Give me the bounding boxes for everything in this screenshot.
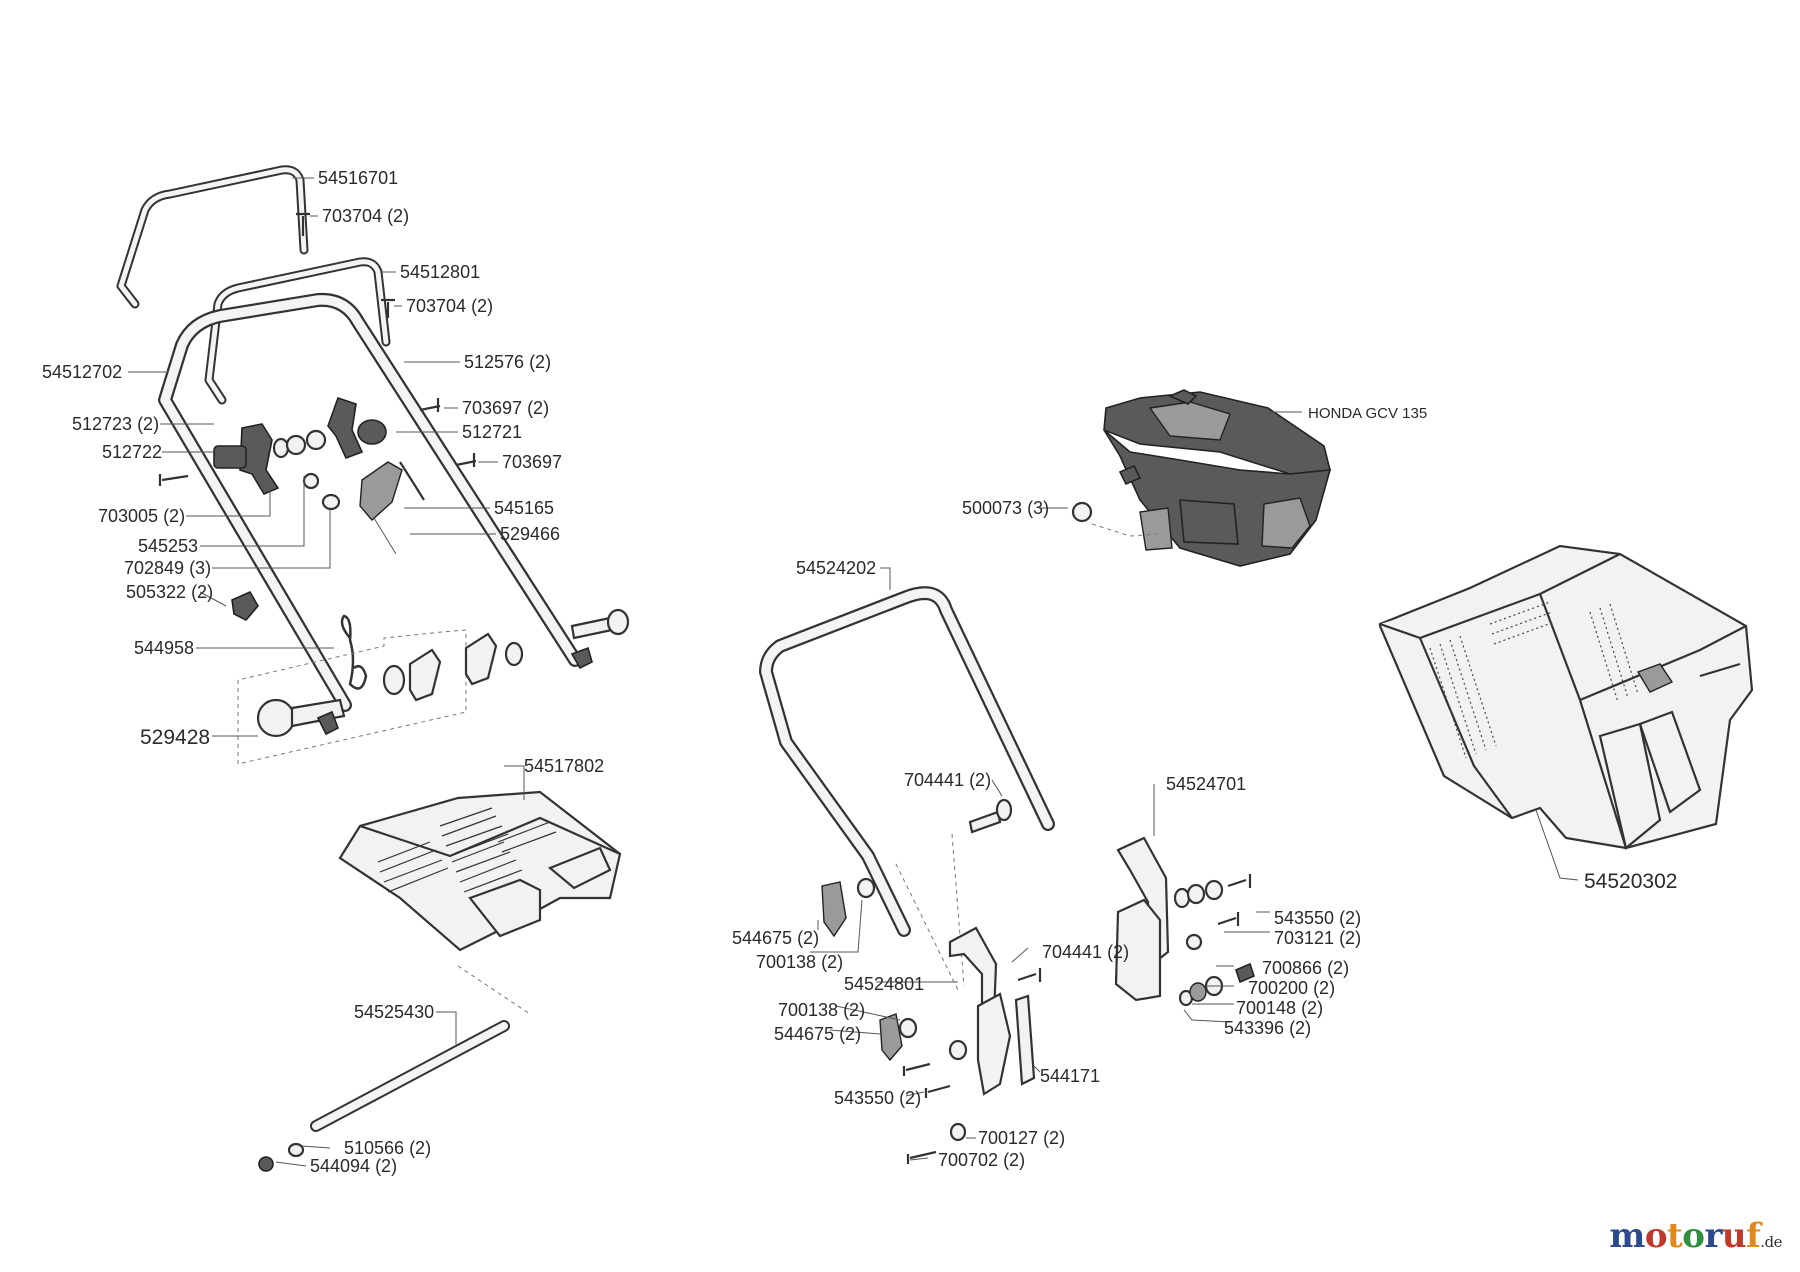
label-529428: 529428: [140, 726, 210, 749]
label-54524701: 54524701: [1166, 774, 1246, 794]
logo-letter: o: [1644, 1216, 1668, 1256]
leader-lines: [128, 177, 1579, 1167]
label-512722: 512722: [102, 442, 162, 462]
label-544675-a: 544675 (2): [732, 928, 819, 948]
logo-letter: r: [1704, 1216, 1722, 1256]
label-544958: 544958: [134, 638, 194, 658]
label-512576: 512576 (2): [464, 352, 551, 372]
label-704441-b: 704441 (2): [1042, 942, 1129, 962]
label-54517802: 54517802: [524, 756, 604, 776]
bolt-704441-a: [968, 798, 1013, 834]
hardware-right-center: [821, 877, 1042, 1164]
clamp-knob-512721: [327, 396, 387, 460]
logo-letter: f: [1746, 1216, 1761, 1256]
hardware-right-stack: [1173, 874, 1255, 1007]
label-703704-b: 703704 (2): [406, 296, 493, 316]
cable-lever-545165: [359, 461, 425, 555]
axle-rod-54525430: [258, 1020, 510, 1172]
label-544171: 544171: [1040, 1066, 1100, 1086]
main-handle-54512702: [158, 292, 582, 712]
clamp-knob-512722: [213, 423, 280, 496]
nut-500073: [1071, 501, 1093, 523]
label-54520302: 54520302: [1584, 870, 1677, 893]
hinge-bolt-group: [237, 629, 524, 765]
label-500073: 500073 (3): [962, 498, 1049, 518]
label-529466: 529466: [500, 524, 560, 544]
label-543396: 543396 (2): [1224, 1018, 1311, 1038]
label-54524801: 54524801: [844, 974, 924, 994]
bracket-544171: [1014, 994, 1036, 1086]
label-700138-b: 700138 (2): [778, 1000, 865, 1020]
label-54516701: 54516701: [318, 168, 398, 188]
label-510566: 510566 (2): [344, 1138, 431, 1158]
bracket-54524801: [948, 926, 1012, 1096]
grass-catcher-54520302: [1378, 544, 1754, 850]
label-703697-2: 703697 (2): [462, 398, 549, 418]
logo-wordmark: motoruf: [1609, 1216, 1760, 1256]
label-702849: 702849 (3): [124, 558, 211, 578]
lower-handle-54524202: [759, 586, 1055, 937]
label-54512801: 54512801: [400, 262, 480, 282]
bracket-54524701: [1114, 836, 1170, 1002]
logo-letter: m: [1609, 1216, 1645, 1256]
label-512723: 512723 (2): [72, 414, 159, 434]
spring-544958: [340, 614, 368, 690]
label-703005: 703005 (2): [98, 506, 185, 526]
label-700702: 700702 (2): [938, 1150, 1025, 1170]
part-labels: 54516701 703704 (2) 54512801 703704 (2) …: [42, 168, 1677, 1176]
label-544094: 544094 (2): [310, 1156, 397, 1176]
label-703704-a: 703704 (2): [322, 206, 409, 226]
label-545165: 545165: [494, 498, 554, 518]
logo-letter: o: [1682, 1216, 1705, 1256]
label-505322: 505322 (2): [126, 582, 213, 602]
label-543550-b: 543550 (2): [834, 1088, 921, 1108]
label-703697: 703697: [502, 452, 562, 472]
handle-bar-54512801: [204, 257, 391, 405]
label-700200: 700200 (2): [1248, 978, 1335, 998]
label-543550-a: 543550 (2): [1274, 908, 1361, 928]
label-54524202: 54524202: [796, 558, 876, 578]
motoruf-logo: motoruf.de: [1609, 1216, 1782, 1256]
logo-letter: t: [1667, 1216, 1683, 1256]
logo-letter: u: [1721, 1216, 1747, 1256]
label-700127: 700127 (2): [978, 1128, 1065, 1148]
logo-suffix: .de: [1760, 1233, 1782, 1251]
label-54512702: 54512702: [42, 362, 122, 382]
washers-left: [272, 429, 341, 511]
label-703121: 703121 (2): [1274, 928, 1361, 948]
screws-left: [158, 212, 477, 486]
bolt-right-handle: [570, 608, 630, 670]
engine-honda-gcv135: [1103, 389, 1332, 567]
label-512721: 512721: [462, 422, 522, 442]
label-54525430: 54525430: [354, 1002, 434, 1022]
knob-505322: [231, 590, 259, 621]
label-700138-a: 700138 (2): [756, 952, 843, 972]
upper-handle-bar-54516701: [116, 165, 309, 309]
label-700866: 700866 (2): [1262, 958, 1349, 978]
label-545253: 545253: [138, 536, 198, 556]
label-704441-a: 704441 (2): [904, 770, 991, 790]
deflector-plate-54517802: [338, 790, 622, 952]
label-700148: 700148 (2): [1236, 998, 1323, 1018]
label-544675-b: 544675 (2): [774, 1024, 861, 1044]
label-engine: HONDA GCV 135: [1308, 405, 1427, 422]
